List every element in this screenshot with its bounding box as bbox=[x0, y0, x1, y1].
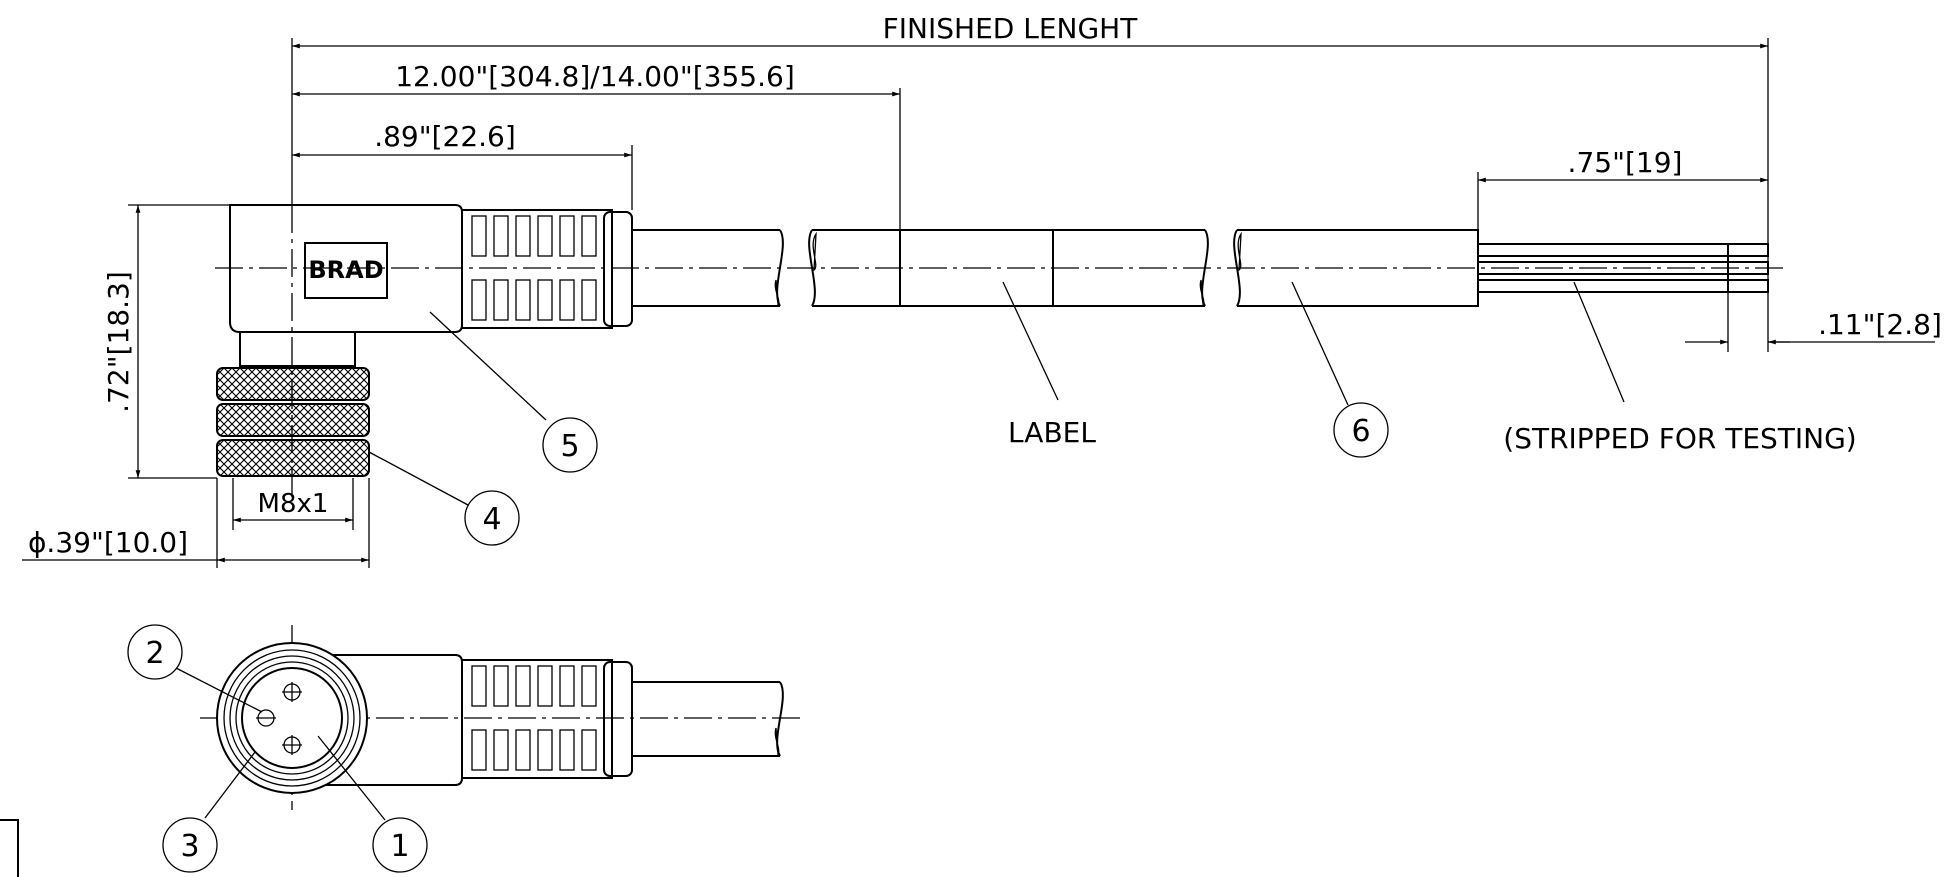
dimension-lines bbox=[22, 38, 1935, 568]
title-block-corner bbox=[0, 819, 19, 877]
strain-relief bbox=[461, 209, 633, 329]
callout-1: 1 bbox=[390, 829, 409, 864]
stripped-text: (STRIPPED FOR TESTING) bbox=[1503, 422, 1856, 455]
callout-2: 2 bbox=[145, 636, 164, 671]
dim-head-length: .89"[22.6] bbox=[374, 120, 516, 153]
dim-cable-length: 12.00"[304.8]/14.00"[355.6] bbox=[395, 60, 795, 93]
coupling-nut bbox=[216, 331, 370, 477]
brand-logo: BRAD bbox=[308, 256, 383, 284]
callout-6: 6 bbox=[1351, 414, 1370, 449]
callouts-front: 2 3 1 bbox=[127, 624, 428, 873]
callout-4: 4 bbox=[482, 502, 501, 537]
label-text: LABEL bbox=[1008, 416, 1096, 449]
cable bbox=[632, 229, 1479, 307]
callouts-top: 5 4 6 bbox=[368, 281, 1389, 546]
dim-strip-length: .75"[19] bbox=[1568, 146, 1683, 179]
dim-thread: M8x1 bbox=[258, 489, 329, 519]
dim-wire-end: .11"[2.8] bbox=[1818, 308, 1942, 341]
callout-3: 3 bbox=[180, 829, 199, 864]
dim-finished-length: FINISHED LENGHT bbox=[883, 12, 1139, 45]
connector-front-view bbox=[200, 625, 800, 810]
connector-side-view: BRAD bbox=[215, 204, 1785, 505]
callout-5: 5 bbox=[560, 429, 579, 464]
dim-diameter: ϕ.39"[10.0] bbox=[28, 526, 188, 559]
dim-height: .72"[18.3] bbox=[102, 271, 135, 413]
